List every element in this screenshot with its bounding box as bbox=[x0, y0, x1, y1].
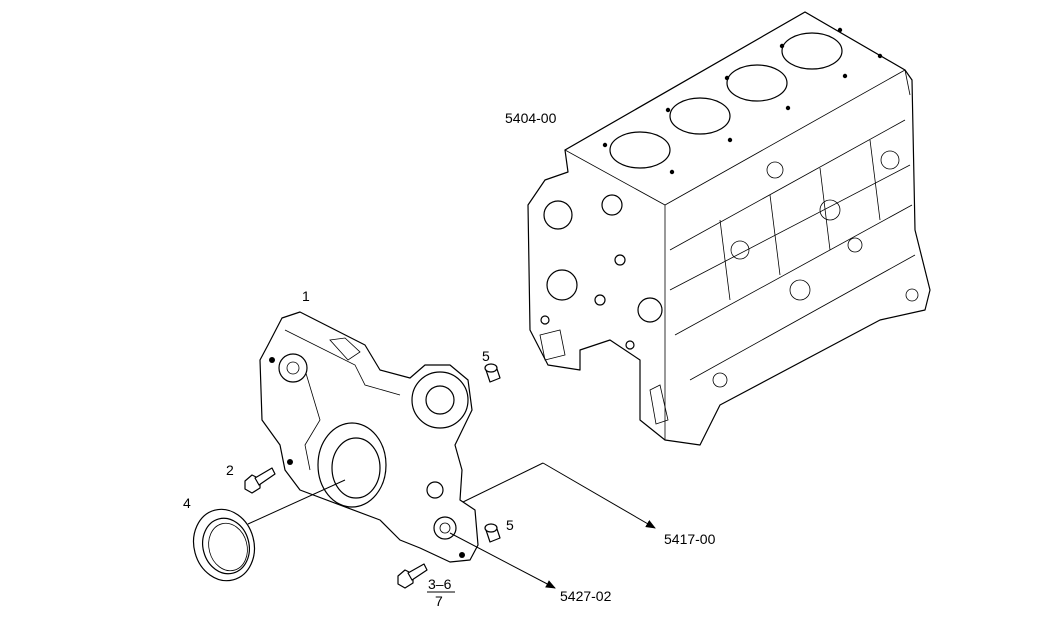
engine-block bbox=[527, 11, 931, 446]
callout-engine-block-ref: 5404-00 bbox=[505, 110, 557, 126]
callout-part-5-lower: 5 bbox=[506, 517, 514, 533]
plug-lower bbox=[484, 523, 501, 543]
callout-part-2: 2 bbox=[226, 462, 234, 478]
plug-upper bbox=[484, 363, 501, 383]
callout-part-5-upper: 5 bbox=[482, 348, 490, 364]
callout-part-7: 7 bbox=[435, 593, 443, 609]
callout-ref-5427-02: 5427-02 bbox=[560, 588, 612, 604]
bolt-upper bbox=[244, 467, 276, 494]
callout-part-1: 1 bbox=[302, 288, 310, 304]
callout-part-4: 4 bbox=[183, 495, 191, 511]
callout-ref-5417-00: 5417-00 bbox=[664, 531, 716, 547]
callout-bolt-qty: 3–6 bbox=[428, 576, 452, 592]
timing-cover bbox=[259, 311, 479, 563]
crankshaft-seal bbox=[192, 508, 256, 582]
bolt-lower bbox=[397, 563, 428, 589]
leader-lines bbox=[247, 462, 656, 589]
